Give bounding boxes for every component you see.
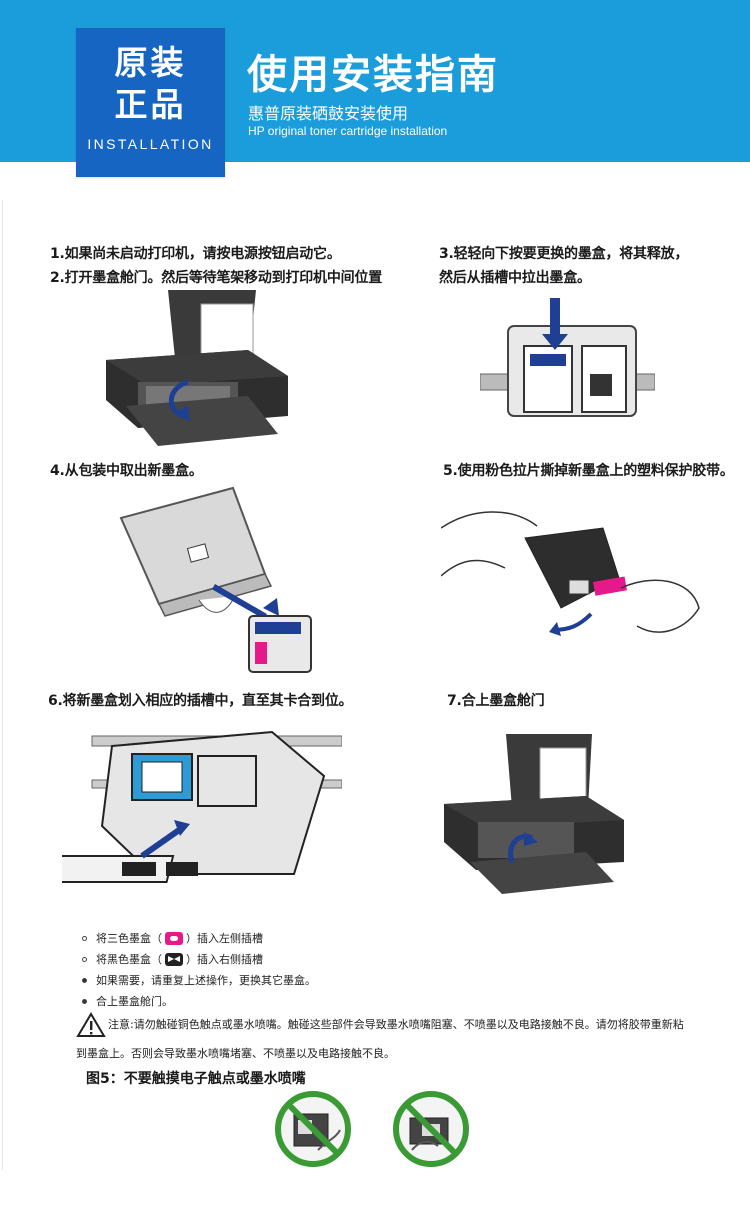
list-item: 将三色墨盒（ ）插入左侧插槽 <box>82 928 722 949</box>
figure-5-caption: 图5：不要触摸电子触点或墨水喷嘴 <box>86 1071 306 1087</box>
subtitle-en: HP original toner cartridge installation <box>248 124 448 138</box>
step-2-text: 2.打开墨盒舱门。然后等待笔架移动到打印机中间位置 <box>50 270 383 286</box>
subtitle-cn: 惠普原装硒鼓安装使用 <box>248 104 409 123</box>
badge-line1: 原装 <box>114 43 187 82</box>
list-item: 将黑色墨盒（ ）插入右侧插槽 <box>82 949 722 970</box>
step-6-text: 6.将新墨盒划入相应的插槽中，直至其卡合到位。 <box>48 693 353 709</box>
printer-close-icon <box>444 734 624 894</box>
bullet-dot-icon <box>82 957 87 962</box>
note-2-prefix: 将黑色墨盒（ <box>96 953 162 966</box>
note-1-suffix: ）插入左侧插槽 <box>186 932 263 945</box>
printer-open-icon <box>106 290 288 446</box>
bullet-dot-icon <box>82 978 87 983</box>
step-4-text: 4.从包装中取出新墨盒。 <box>50 463 203 479</box>
tape-removal-icon <box>441 511 700 636</box>
installation-badge: 原装 正品 INSTALLATION <box>76 28 225 177</box>
note-3: 如果需要，请重复上述操作，更换其它墨盒。 <box>96 974 316 987</box>
notes-list: 将三色墨盒（ ）插入左侧插槽 将黑色墨盒（ ）插入右侧插槽 如果需要，请重复上述… <box>82 928 722 1012</box>
no-touch-icon <box>393 1091 469 1167</box>
black-cartridge-icon <box>165 953 183 966</box>
list-item: 如果需要，请重复上述操作，更换其它墨盒。 <box>82 970 722 991</box>
warning-icon <box>76 1012 106 1037</box>
note-2-suffix: ）插入右侧插槽 <box>186 953 263 966</box>
list-item: 合上墨盒舱门。 <box>82 991 722 1012</box>
step-7-text: 7.合上墨盒舱门 <box>447 693 545 709</box>
bullet-dot-icon <box>82 999 87 1004</box>
badge-label: INSTALLATION <box>87 136 214 152</box>
step-5-text: 5.使用粉色拉片撕掉新墨盒上的塑料保护胶带。 <box>443 463 734 479</box>
cartridge-package-icon <box>119 486 312 673</box>
tricolor-cartridge-icon <box>165 932 183 945</box>
warning-line2: 到墨盒上。否则会导致墨水喷嘴堵塞、不喷墨以及电路接触不良。 <box>76 1047 395 1060</box>
step-1-text: 1.如果尚未启动打印机，请按电源按钮启动它。 <box>50 246 341 262</box>
step-3-text-line2: 然后从插槽中拉出墨盒。 <box>439 270 591 286</box>
step-3-text-line1: 3.轻轻向下按要更换的墨盒，将其释放， <box>439 246 689 262</box>
warning-note: 注意:请勿触碰铜色触点或墨水喷嘴。触碰这些部件会导致墨水喷嘴阻塞、不喷墨以及电路… <box>76 1010 724 1068</box>
left-divider <box>2 200 3 1170</box>
no-touch-icon <box>275 1091 351 1167</box>
insert-cartridge-icon <box>62 730 342 883</box>
note-1-prefix: 将三色墨盒（ <box>96 932 162 945</box>
cartridge-carriage-icon <box>480 298 655 417</box>
note-4: 合上墨盒舱门。 <box>96 995 173 1008</box>
warning-line1: 注意:请勿触碰铜色触点或墨水喷嘴。触碰这些部件会导致墨水喷嘴阻塞、不喷墨以及电路… <box>108 1018 684 1031</box>
badge-line2: 正品 <box>114 85 187 124</box>
page-title: 使用安装指南 <box>247 52 499 98</box>
bullet-dot-icon <box>82 936 87 941</box>
